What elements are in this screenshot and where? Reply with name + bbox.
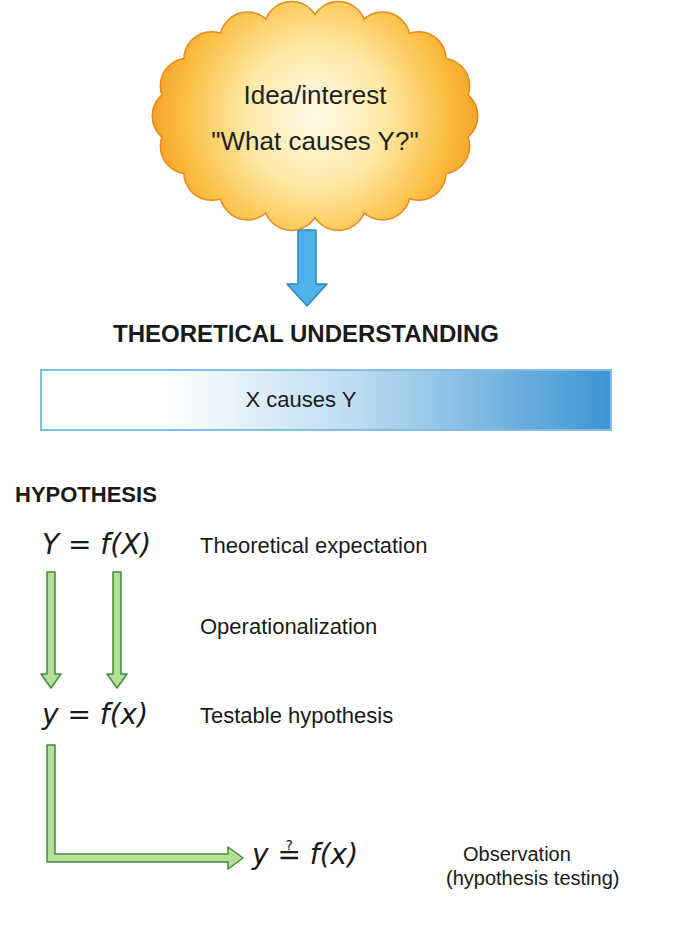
step-label: Theoretical expectation: [200, 533, 427, 559]
cloud-body: [180, 28, 450, 204]
cloud-fill: [153, 2, 477, 229]
section-heading: HYPOTHESIS: [15, 482, 157, 508]
cloud-shape: [150, 0, 480, 232]
equation: y = f(x): [42, 698, 148, 732]
cloud-outline: [153, 2, 477, 229]
cloud-bump: [415, 59, 469, 113]
cloud-bump: [311, 176, 365, 230]
operationalization-arrow: [107, 572, 127, 688]
idea-cloud: Idea/interest "What causes Y?": [150, 0, 480, 232]
step-label: Observation (hypothesis testing): [446, 842, 661, 890]
theory-band: THEORETICAL UNDERSTANDING X causes Y: [40, 318, 612, 431]
cloud-text: Idea/interest "What causes Y?": [150, 0, 480, 232]
band-heading: THEORETICAL UNDERSTANDING: [40, 318, 612, 349]
cloud-bump: [311, 176, 365, 230]
cloud-bump: [265, 2, 319, 56]
cloud-bump: [415, 59, 469, 113]
gradient-box: X causes Y: [40, 369, 612, 431]
operationalization-arrow: [41, 572, 61, 688]
testing-arrow: [47, 745, 243, 869]
cloud-question: "What causes Y?": [211, 127, 418, 157]
equation: Y = f(X): [42, 528, 151, 562]
cloud-body: [180, 28, 450, 204]
step-label: Testable hypothesis: [200, 703, 393, 729]
cloud-bump: [265, 2, 319, 56]
cloud-heading: Idea/interest: [243, 81, 386, 111]
flow-arrow: [287, 230, 327, 306]
step-label: Operationalization: [200, 614, 377, 640]
band-text: X causes Y: [246, 387, 407, 413]
equation: y ≟ f(x): [252, 838, 358, 872]
